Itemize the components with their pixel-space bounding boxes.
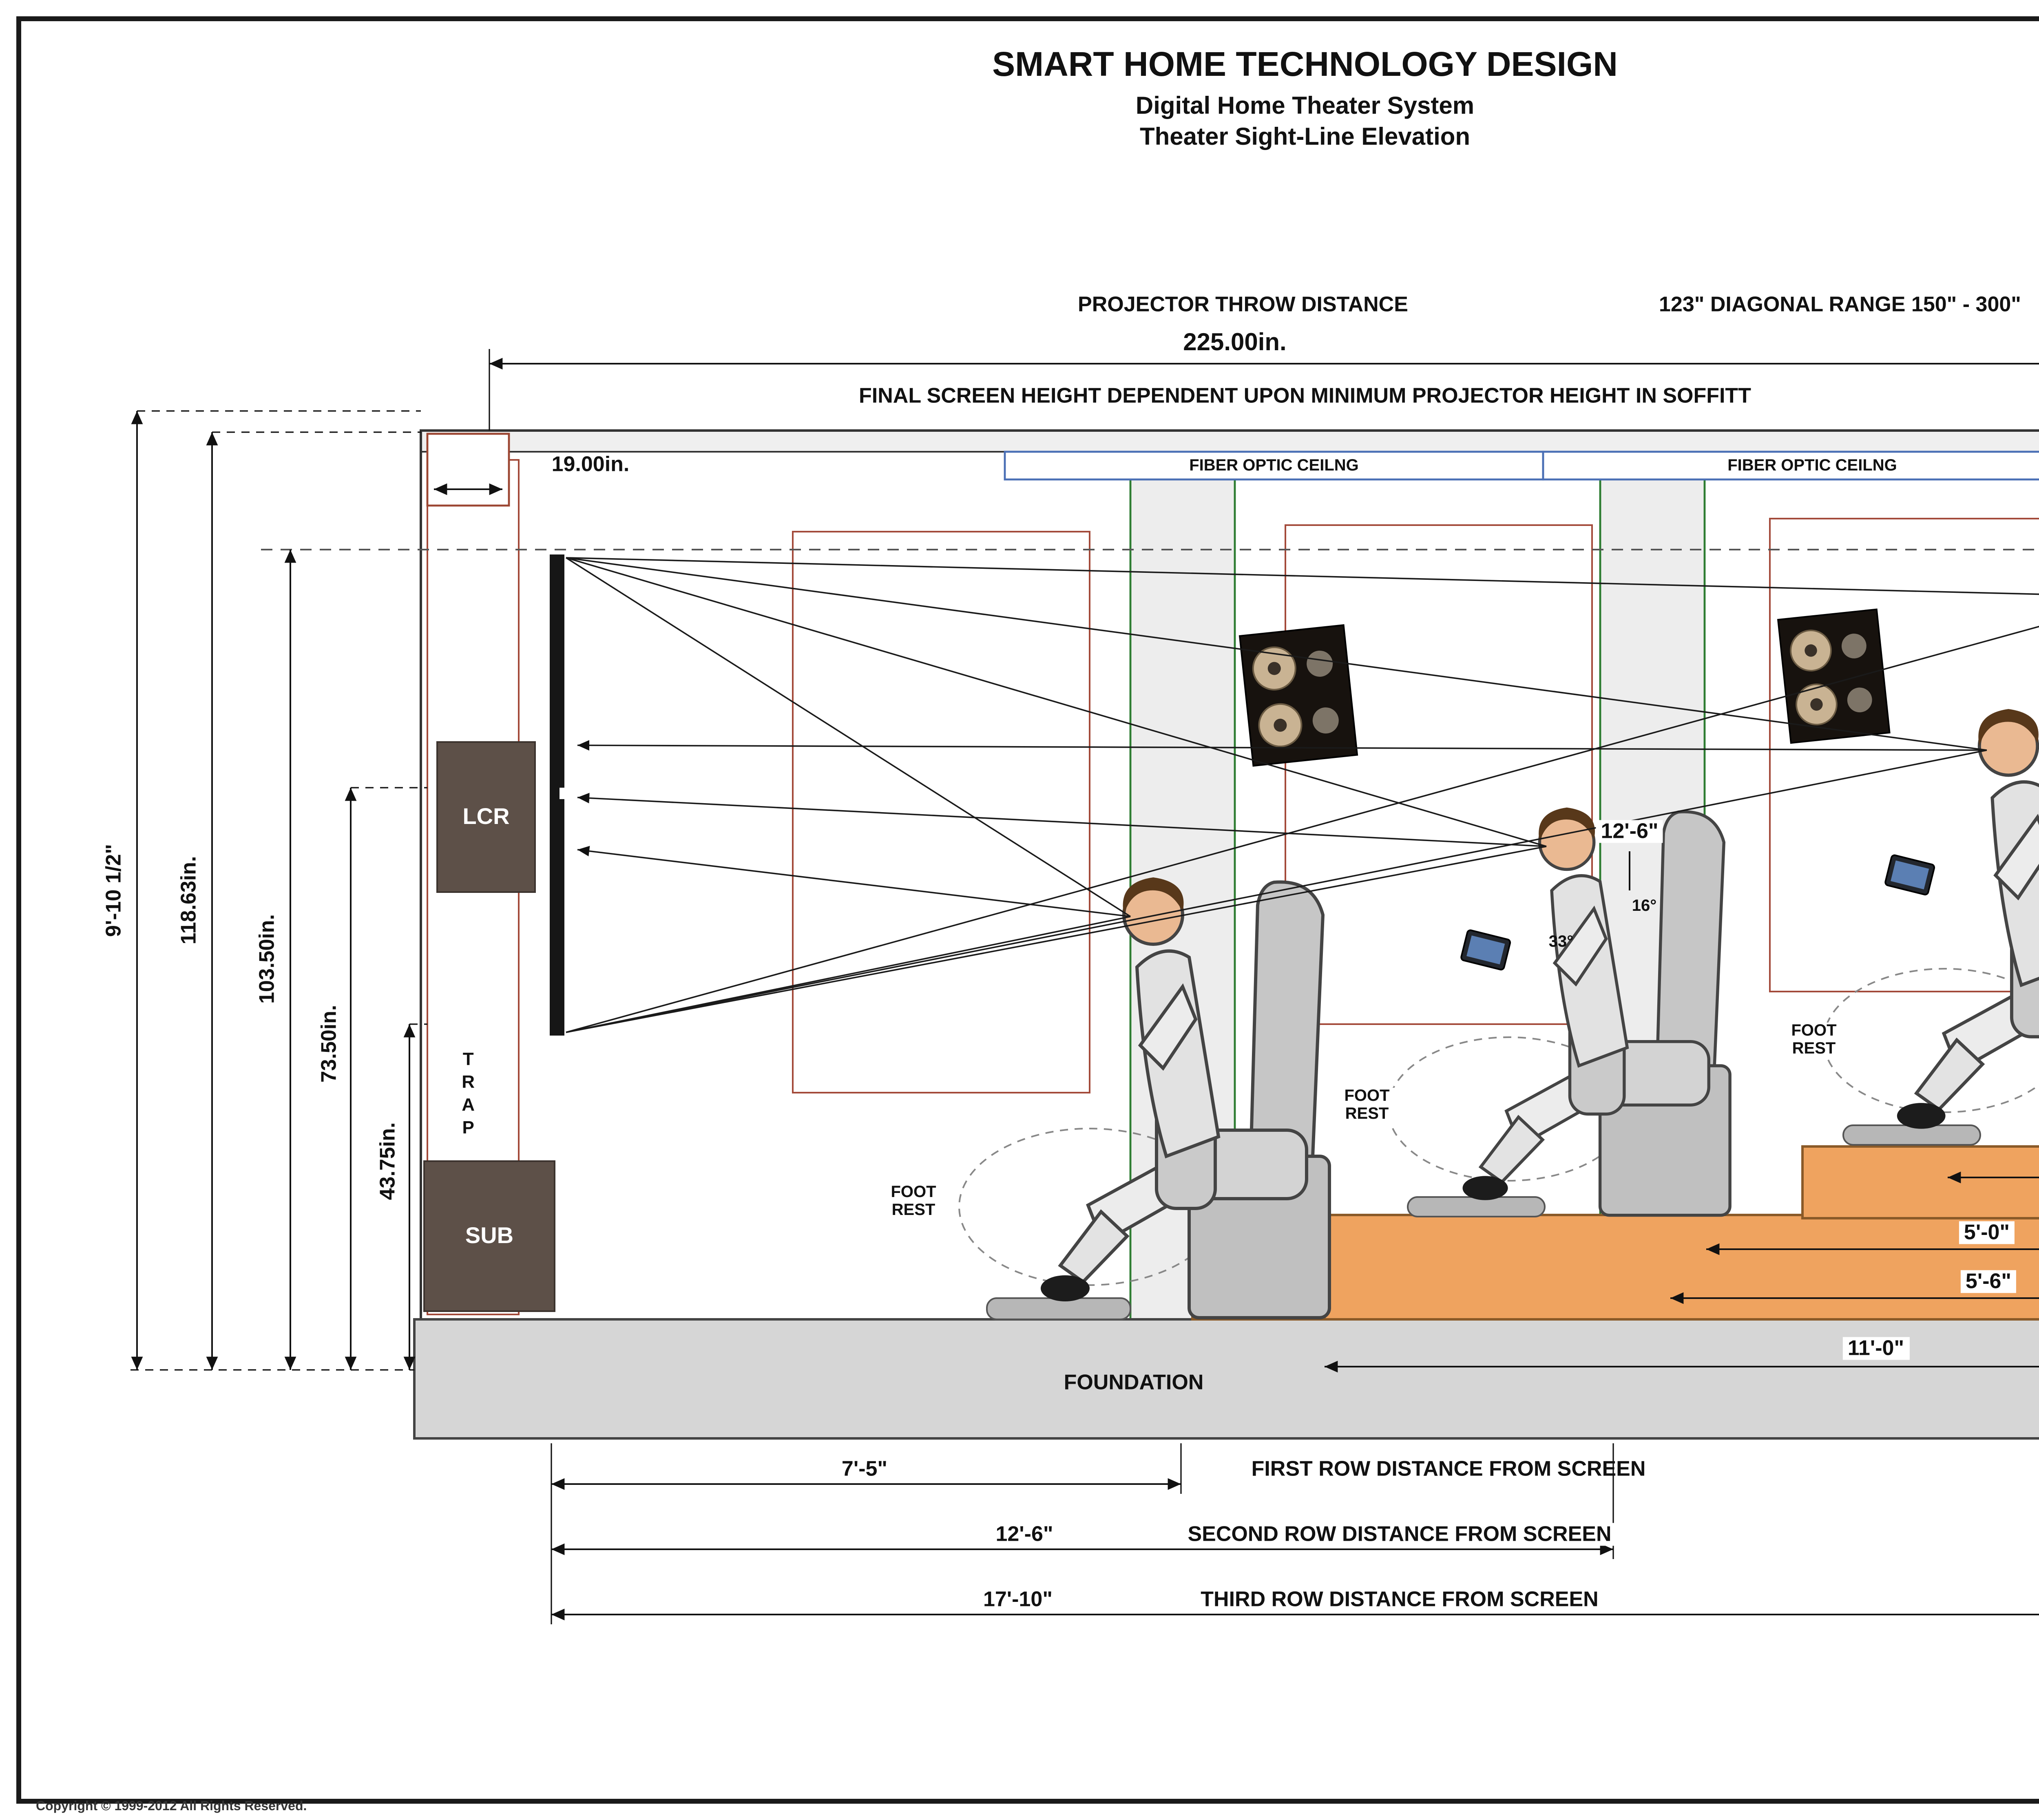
dim-103in: 103.50in. (254, 914, 279, 1004)
sub-speaker-box (423, 1160, 555, 1312)
row1-distance-label: FIRST ROW DISTANCE FROM SCREEN (1251, 1456, 1646, 1481)
lcr-label: LCR (462, 803, 510, 829)
foundation-slab (413, 1318, 2039, 1440)
row3-distance-label: THIRD ROW DISTANCE FROM SCREEN (1196, 1587, 1603, 1612)
dim-118in: 118.63in. (176, 856, 201, 945)
dim-43in: 43.75in. (375, 1122, 400, 1200)
row2-distance-dim: 12'-6" (991, 1522, 1058, 1546)
footrest-label-1: FOOT REST (878, 1184, 949, 1220)
surround-speaker-1 (1238, 624, 1358, 767)
sight-lines (566, 557, 2039, 1033)
dimension-lines (130, 349, 2039, 1624)
fiber-optic-boxes (1004, 451, 2039, 481)
projection-screen (550, 554, 568, 1036)
fiber-optic-label-1: FIBER OPTIC CEILNG (1189, 457, 1359, 475)
diagonal-range-label: 123" DIAGONAL RANGE 150" - 300" (1659, 292, 2021, 316)
footrest-label-2: FOOT REST (1331, 1088, 1403, 1124)
tablet-row3 (1884, 854, 1935, 896)
sheet-title-line1: SMART HOME TECHNOLOGY DESIGN (992, 46, 1618, 84)
sheet-title-line3: Theater Sight-Line Elevation (1139, 124, 1471, 151)
screen-height-note: FINAL SCREEN HEIGHT DEPENDENT UPON MINIM… (859, 383, 1751, 408)
riser-length-dim: 11'-0" (1842, 1336, 1909, 1361)
trap-label: TRAP (458, 1050, 478, 1142)
riser-dim-mid: 5'-0" (1959, 1220, 2015, 1245)
fiber-optic-label-2: FIBER OPTIC CEILNG (1727, 457, 1897, 475)
lcr-speaker-box (436, 741, 536, 893)
sheet-title-line2: Digital Home Theater System (1135, 93, 1475, 120)
tablet-row2 (1460, 929, 1511, 971)
copyright-notice: Copyright © 1999-2012 All Rights Reserve… (36, 1799, 307, 1813)
row2-angle: 16° (1632, 898, 1657, 916)
row3-distance-dim: 17'-10" (978, 1587, 1058, 1612)
row1-angle: 33° (1548, 934, 1574, 952)
row1-distance-dim: 7'-5" (836, 1456, 893, 1481)
dim-overall-height: 9'-10 1/2" (101, 844, 126, 937)
row2-distance-label: SECOND ROW DISTANCE FROM SCREEN (1183, 1522, 1617, 1546)
foundation-label: FOUNDATION (1064, 1369, 1204, 1394)
footrest-label-3: FOOT REST (1778, 1023, 1850, 1058)
projector-throw-label: PROJECTOR THROW DISTANCE (1078, 292, 1408, 316)
sub-label: SUB (465, 1222, 514, 1248)
soffit-left-dimension: 19.00in. (551, 451, 630, 476)
footrest-pads (986, 1124, 1981, 1320)
row2-eye-distance: 12'-6" (1596, 819, 1663, 844)
left-soffit (426, 433, 510, 507)
surround-speaker-2 (1777, 608, 1891, 744)
dim-73in: 73.50in. (316, 1005, 341, 1083)
riser-dim-low: 5'-6" (1960, 1269, 2017, 1294)
throw-dimension: 225.00in. (1178, 330, 1292, 358)
